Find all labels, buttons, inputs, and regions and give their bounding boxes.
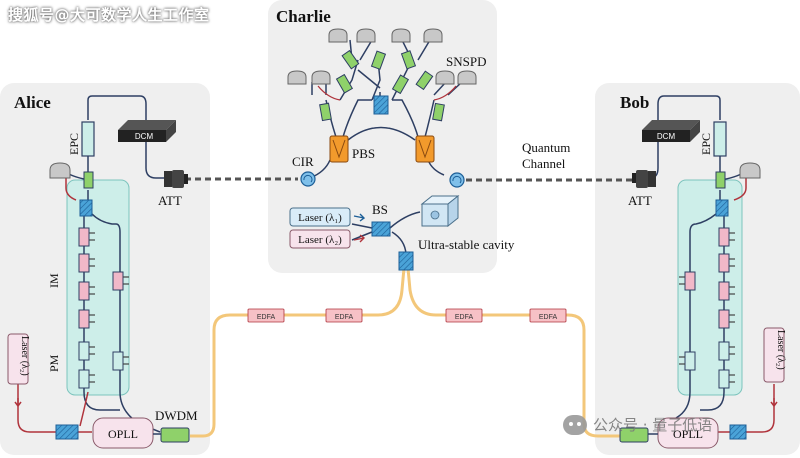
svg-text:EDFA: EDFA [257,314,276,321]
cavity-label: Ultra-stable cavity [418,237,515,252]
alice-monitor-detector [49,162,71,179]
alice-dcm-label: DCM [135,132,154,141]
bob-im-modulators [684,227,730,329]
bob-att-label: ATT [628,193,652,208]
bob-laser-arrow [770,398,778,408]
bob-monitor-detector [739,162,761,179]
bob-title: Bob [620,93,649,112]
bob-opll-label: OPLL [673,427,703,441]
quantum-channel-label-1: Quantum [522,140,570,155]
charlie-bs-bottom [398,251,414,271]
charlie-pbs-right [415,135,435,163]
charlie-bs-top [373,95,389,115]
circulator-right-arrow [452,175,462,184]
charlie-title: Charlie [276,7,331,26]
alice-dcm [118,120,176,142]
alice-beam-splitter [79,199,93,217]
cir-label: CIR [292,154,314,169]
bob-pm-modulators [684,341,730,389]
alice-electrodes [89,232,129,383]
alice-laser-box [7,333,29,385]
charlie-bs-laser [371,221,391,237]
pbs-left-mark [332,139,346,159]
alice-dwdm [160,427,190,443]
alice-title: Alice [14,93,51,112]
alice-opll-box [92,417,154,449]
alice-pm-modulators [78,341,124,389]
alice-laser-arrow [14,398,22,408]
fiber-yellow-left [190,267,406,438]
bob-dwdm [619,427,649,443]
charlie-circulator-left [300,171,316,187]
laser1-label: Laser (λ₁) [298,212,342,224]
charlie-circulator-right [449,172,465,188]
alice-att-label: ATT [158,193,182,208]
svg-text:EDFA: EDFA [539,314,558,321]
alice-opll-label: OPLL [108,427,138,441]
alice-red-fibers [17,174,92,433]
pbs-label: PBS [352,146,375,161]
quantum-channel-label-2: Channel [522,156,566,171]
laser2-label: Laser (λ₂) [298,234,342,246]
watermark-bottom-text: 公众号 · 量子低语 [593,416,713,434]
bs-label: BS [372,202,388,217]
charlie-green-components [319,49,445,122]
bob-epc-label: EPC [699,133,713,155]
svg-text:EDFA: EDFA [335,314,354,321]
charlie-red-fibers [317,85,457,101]
dwdm-label: DWDM [155,408,198,423]
bob-electrodes [679,232,735,383]
fiber-yellow-right [406,267,620,438]
bob-green-coupler [715,171,726,189]
charlie-laser2-box [289,229,351,249]
alice-green-coupler [83,171,94,189]
snspd-label: SNSPD [446,54,486,69]
edfa-left-1: EDFA [247,308,285,323]
ultra-stable-cavity [420,194,460,228]
bob-dcm-label: DCM [657,132,676,141]
edfa-left-2: EDFA [325,308,363,323]
bob-bs-bottom [729,424,747,440]
edfa-right-1: EDFA [445,308,483,323]
watermark-bottom: 公众号 · 量子低语 [563,414,712,435]
wechat-icon [563,414,587,435]
alice-laser-label: Laser (λ₂) [19,336,30,376]
alice-bs-bottom [55,424,79,440]
alice-epc-label: EPC [67,133,81,155]
svg-text:EDFA: EDFA [455,314,474,321]
bob-att [632,170,656,188]
watermark-top: 搜狐号@大可数学人生工作室 [8,6,210,24]
laser2-arrow [353,234,366,243]
alice-epc [81,121,95,157]
pbs-right-mark [418,139,432,159]
alice-pm-label: PM [47,354,61,372]
charlie-pbs-left [329,135,349,163]
bob-fibers [649,95,745,419]
bob-dcm [642,120,700,142]
bob-laser-box [763,327,785,383]
bob-laser-label: Laser (λ₂) [775,330,786,370]
alice-im-label: IM [47,273,61,288]
laser1-arrow [353,213,366,222]
charlie-laser1-box [289,207,351,227]
circulator-left-arrow [303,174,313,183]
snspd-detectors [287,28,477,85]
bob-beam-splitter [715,199,729,217]
edfa-right-2: EDFA [529,308,567,323]
alice-im-modulators [78,227,124,329]
bob-epc [713,121,727,157]
alice-att [164,170,188,188]
bob-opll-box [657,417,719,449]
